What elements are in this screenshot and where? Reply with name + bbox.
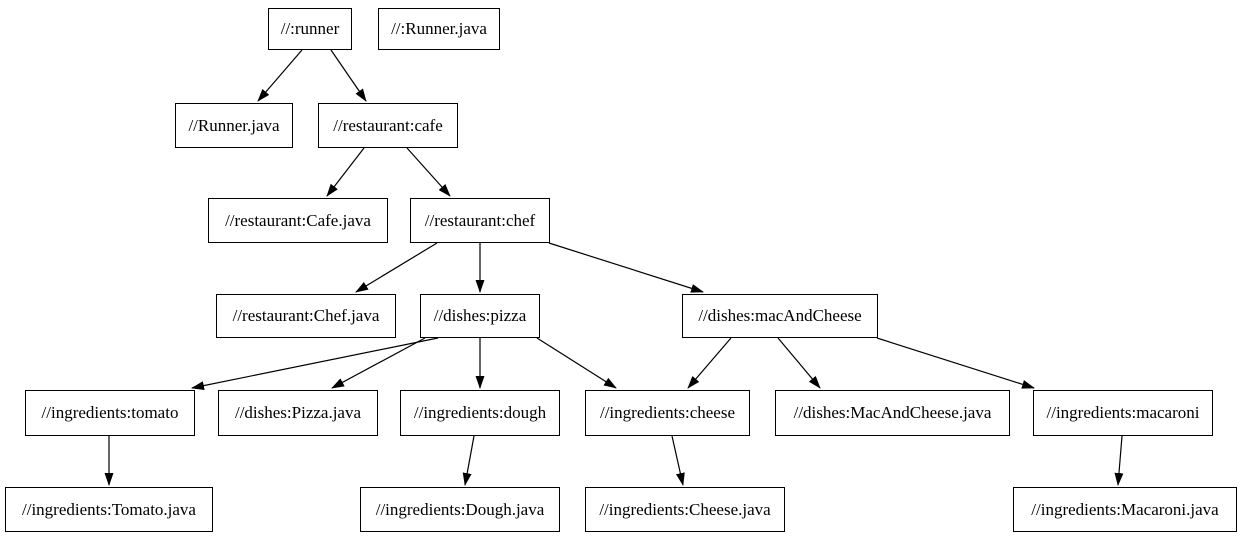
edge-pizza-to-tomato <box>191 337 439 391</box>
node-cheese-java: //ingredients:Cheese.java <box>585 487 785 532</box>
node-dough-java: //ingredients:Dough.java <box>360 487 560 532</box>
node-dough: //ingredients:dough <box>400 390 560 436</box>
edge-runner-to-runner-java <box>257 49 303 102</box>
node-pizza: //dishes:pizza <box>420 294 540 338</box>
node-runner-java: //Runner.java <box>175 103 293 148</box>
edge-cafe-to-cafe-java <box>326 147 365 197</box>
node-pizza-java: //dishes:Pizza.java <box>218 390 378 436</box>
edge-cheese-to-cheese-java <box>671 435 685 486</box>
edge-pizza-to-cheese <box>536 337 617 389</box>
node-tomato: //ingredients:tomato <box>25 390 195 436</box>
node-cheese: //ingredients:cheese <box>585 390 750 436</box>
node-cafe-java: //restaurant:Cafe.java <box>208 198 388 243</box>
node-mac-and-cheese-java: //dishes:MacAndCheese.java <box>775 390 1010 436</box>
node-chef: //restaurant:chef <box>410 198 550 243</box>
node-runner-java-root: //:Runner.java <box>378 8 500 50</box>
edge-mac-and-cheese-to-mac-and-cheese-java <box>777 337 821 389</box>
node-macaroni-java: //ingredients:Macaroni.java <box>1013 487 1237 532</box>
node-mac-and-cheese: //dishes:macAndCheese <box>682 294 878 338</box>
node-tomato-java: //ingredients:Tomato.java <box>5 487 213 532</box>
node-chef-java: //restaurant:Chef.java <box>216 294 396 338</box>
node-runner: //:runner <box>268 8 352 50</box>
edge-chef-to-chef-java <box>355 242 438 293</box>
edge-macaroni-to-macaroni-java <box>1114 435 1124 486</box>
edge-dough-to-dough-java <box>462 435 475 486</box>
node-macaroni: //ingredients:macaroni <box>1033 390 1213 436</box>
edge-chef-to-mac-and-cheese <box>548 242 704 293</box>
edge-pizza-to-pizza-java <box>331 337 426 389</box>
node-cafe: //restaurant:cafe <box>318 103 458 148</box>
edge-runner-to-cafe <box>330 49 367 102</box>
edge-mac-and-cheese-to-macaroni <box>876 337 1035 389</box>
edge-mac-and-cheese-to-cheese <box>687 337 732 389</box>
edge-cafe-to-chef <box>406 147 451 197</box>
